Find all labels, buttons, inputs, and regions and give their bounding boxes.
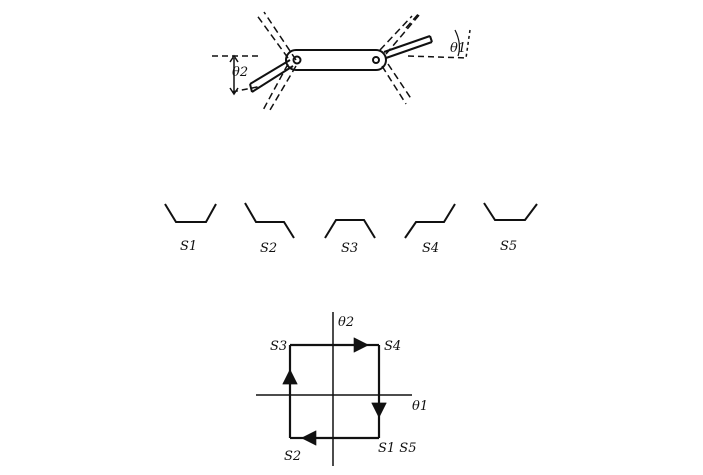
theta2-axis-label: θ2 xyxy=(338,315,354,330)
left-joint xyxy=(292,55,302,65)
theta1-label: θ1 xyxy=(450,41,466,56)
shape-1-label: S1 xyxy=(180,239,197,254)
gait-cycle xyxy=(282,337,387,446)
left-link xyxy=(249,59,294,93)
theta1-angle-marker xyxy=(407,29,471,59)
shape-4-label: S4 xyxy=(422,241,439,256)
shape-1 xyxy=(164,203,217,223)
central-link xyxy=(285,49,387,71)
corner-top-right-label: S4 xyxy=(384,339,401,354)
right-link xyxy=(383,35,433,59)
dashed-link-positions xyxy=(255,11,421,113)
shape-5-label: S5 xyxy=(500,239,517,254)
right-joint xyxy=(372,56,380,64)
theta2-label: θ2 xyxy=(232,65,248,80)
theta1-axis-label: θ1 xyxy=(412,399,428,414)
shape-4 xyxy=(404,203,456,239)
corner-bottom-left-label: S2 xyxy=(284,449,301,464)
shape-3-label: S3 xyxy=(341,241,358,256)
corner-top-left-label: S3 xyxy=(270,339,287,354)
shape-3 xyxy=(324,219,376,239)
theta2-angle-marker xyxy=(212,54,263,96)
three-link-swimmer xyxy=(212,11,471,113)
shape-sequence xyxy=(164,202,538,239)
shape-2 xyxy=(244,202,295,239)
corner-bottom-right-label: S1 S5 xyxy=(378,441,417,456)
shape-5 xyxy=(483,202,538,221)
shape-2-label: S2 xyxy=(260,241,277,256)
shape-space-plot xyxy=(256,312,412,466)
